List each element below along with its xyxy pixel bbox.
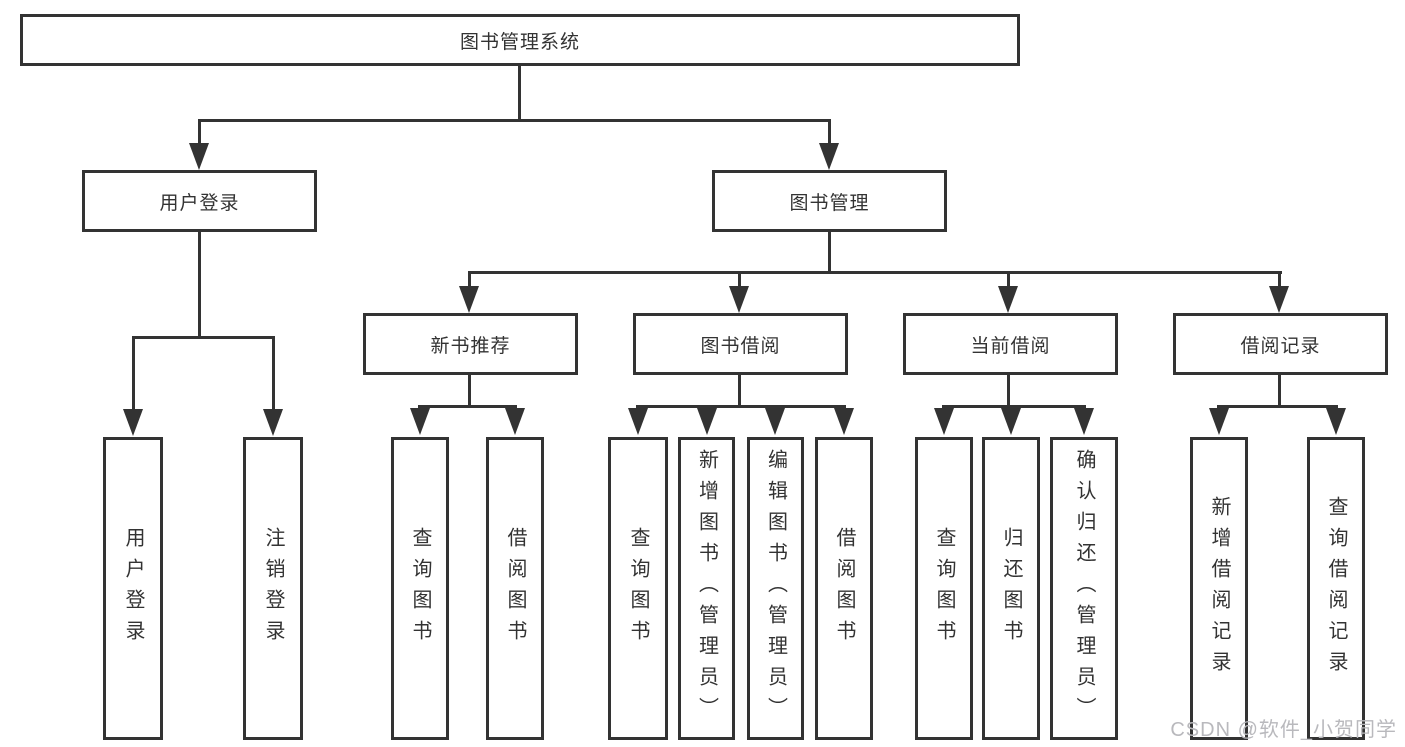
connector-records-vertical xyxy=(1278,375,1281,408)
arrow-new-books xyxy=(459,286,479,313)
connector-records-horizontal xyxy=(1217,405,1338,408)
leaf-borrowing-borrow: 借阅图书 xyxy=(815,437,873,740)
arrow-cu-return xyxy=(1001,408,1021,435)
connector-root-horizontal xyxy=(198,119,831,122)
arrow-records xyxy=(1269,286,1289,313)
arrow-nb-borrow xyxy=(505,408,525,435)
connector-user-vertical xyxy=(198,232,201,338)
leaf-newbooks-borrow-label: 借阅图书 xyxy=(504,526,526,651)
leaf-records-add-label: 新增借阅记录 xyxy=(1208,495,1230,682)
arrow-rc-query xyxy=(1326,408,1346,435)
arrow-cu-query xyxy=(934,408,954,435)
arrow-book-mgmt xyxy=(819,143,839,170)
arrow-bw-borrow xyxy=(834,408,854,435)
node-borrowing: 图书借阅 xyxy=(633,313,848,375)
node-current: 当前借阅 xyxy=(903,313,1118,375)
node-user-login-label: 用户登录 xyxy=(159,192,240,214)
leaf-borrowing-add-label: 新增图书（管理员） xyxy=(695,449,718,728)
node-user-login: 用户登录 xyxy=(82,170,317,232)
connector-user-horizontal xyxy=(132,336,275,339)
connector-borrowing-vertical xyxy=(738,375,741,408)
leaf-borrowing-edit: 编辑图书（管理员） xyxy=(747,437,804,740)
arrow-bw-add xyxy=(697,408,717,435)
connector-borrowing-horizontal xyxy=(636,405,846,408)
arrow-current xyxy=(998,286,1018,313)
node-new-books: 新书推荐 xyxy=(363,313,578,375)
leaf-records-query: 查询借阅记录 xyxy=(1307,437,1365,740)
leaf-newbooks-borrow: 借阅图书 xyxy=(486,437,544,740)
leaf-user-login-label: 用户登录 xyxy=(122,526,144,651)
leaf-newbooks-query: 查询图书 xyxy=(391,437,449,740)
arrow-leaf-user-login xyxy=(123,409,143,436)
connector-user-drop-1 xyxy=(132,336,135,412)
connector-mgmt-drop-2 xyxy=(738,271,741,289)
connector-mgmt-drop-4 xyxy=(1278,271,1281,289)
leaf-logout-label: 注销登录 xyxy=(262,526,284,651)
connector-newbooks-horizontal xyxy=(418,405,517,408)
node-root: 图书管理系统 xyxy=(20,14,1020,66)
node-book-mgmt: 图书管理 xyxy=(712,170,947,232)
connector-root-vertical xyxy=(518,66,521,121)
csdn-watermark: CSDN @软件_小贺同学 xyxy=(1170,719,1397,741)
leaf-records-add: 新增借阅记录 xyxy=(1190,437,1248,740)
arrow-user-login xyxy=(189,143,209,170)
leaf-newbooks-query-label: 查询图书 xyxy=(409,526,431,651)
connector-mgmt-drop-3 xyxy=(1007,271,1010,289)
leaf-current-confirm: 确认归还（管理员） xyxy=(1050,437,1118,740)
leaf-borrowing-add: 新增图书（管理员） xyxy=(678,437,735,740)
leaf-current-query-label: 查询图书 xyxy=(933,526,955,651)
node-records: 借阅记录 xyxy=(1173,313,1388,375)
connector-newbooks-vertical xyxy=(468,375,471,408)
connector-root-drop-right xyxy=(828,119,831,146)
arrow-rc-add xyxy=(1209,408,1229,435)
arrow-bw-query xyxy=(628,408,648,435)
arrow-nb-query xyxy=(410,408,430,435)
leaf-current-query: 查询图书 xyxy=(915,437,973,740)
leaf-current-confirm-label: 确认归还（管理员） xyxy=(1073,449,1095,728)
node-current-label: 当前借阅 xyxy=(970,335,1051,357)
node-book-mgmt-label: 图书管理 xyxy=(789,192,870,214)
leaf-borrowing-query: 查询图书 xyxy=(608,437,668,740)
connector-root-drop-left xyxy=(198,119,201,146)
leaf-borrowing-borrow-label: 借阅图书 xyxy=(833,526,855,651)
node-new-books-label: 新书推荐 xyxy=(430,335,511,357)
leaf-user-login: 用户登录 xyxy=(103,437,163,740)
connector-user-drop-2 xyxy=(272,336,275,412)
arrow-borrowing xyxy=(729,286,749,313)
leaf-records-query-label: 查询借阅记录 xyxy=(1325,495,1347,682)
leaf-current-return-label: 归还图书 xyxy=(1000,526,1022,651)
arrow-leaf-logout xyxy=(263,409,283,436)
arrow-bw-edit xyxy=(765,408,785,435)
arrow-cu-confirm xyxy=(1074,408,1094,435)
connector-mgmt-vertical xyxy=(828,232,831,274)
leaf-logout: 注销登录 xyxy=(243,437,303,740)
connector-current-horizontal xyxy=(942,405,1086,408)
connector-mgmt-drop-1 xyxy=(468,271,471,289)
node-records-label: 借阅记录 xyxy=(1240,335,1321,357)
node-borrowing-label: 图书借阅 xyxy=(700,335,781,357)
node-root-label: 图书管理系统 xyxy=(459,31,580,53)
connector-mgmt-horizontal xyxy=(468,271,1282,274)
leaf-borrowing-edit-label: 编辑图书（管理员） xyxy=(764,449,787,728)
connector-current-vertical xyxy=(1007,375,1010,408)
leaf-current-return: 归还图书 xyxy=(982,437,1040,740)
leaf-borrowing-query-label: 查询图书 xyxy=(627,526,649,651)
